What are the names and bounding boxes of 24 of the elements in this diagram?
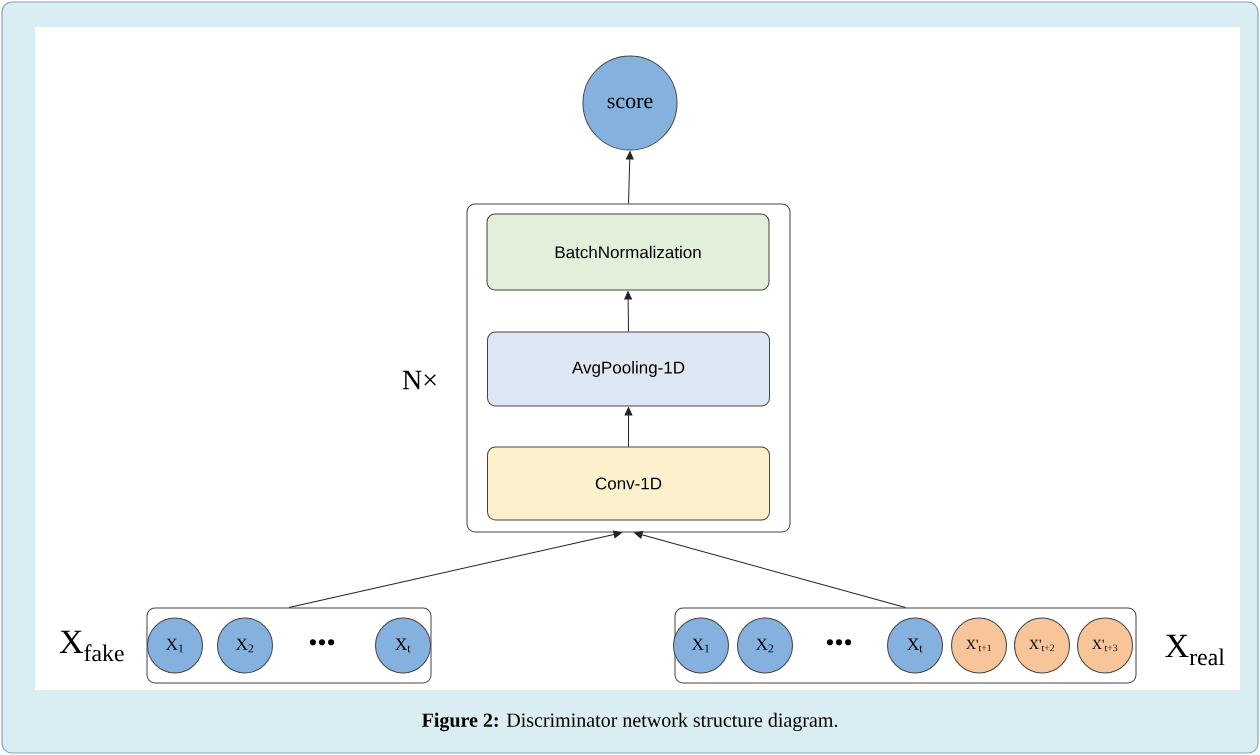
arrow [624,291,632,332]
ellipsis: ••• [826,639,852,646]
ellipsis: ••• [309,639,335,646]
circle-node: X$_{1}$ [147,617,203,674]
circle-node: score [582,55,678,151]
circle-node: X'$_{t+3}$ [1077,617,1133,674]
circle-node: X$_{t}$ [375,617,431,674]
caption: Figure 2: Discriminator network structure diagram. [422,712,838,732]
circle-node: X'$_{t+2}$ [1014,617,1070,674]
layer-box: BatchNormalization [486,213,770,291]
arrow [624,407,633,447]
circle-node: X$_{t}$ [887,617,943,674]
circle-node: X$_{2}$ [217,617,273,674]
layer-box: Conv-1D [487,446,770,521]
side-label: X$_{real}$ [1165,634,1225,666]
arrow [634,531,906,608]
circle-node: X$_{2}$ [737,617,793,674]
layer-box: AvgPooling-1D [487,331,770,407]
side-label: X$_{fake}$ [59,630,124,662]
arrow [625,151,634,204]
arrow [288,530,622,608]
side-label: N× [402,370,436,390]
circle-node: X'$_{t+1}$ [951,617,1007,674]
circle-node: X$_{1}$ [673,617,729,674]
